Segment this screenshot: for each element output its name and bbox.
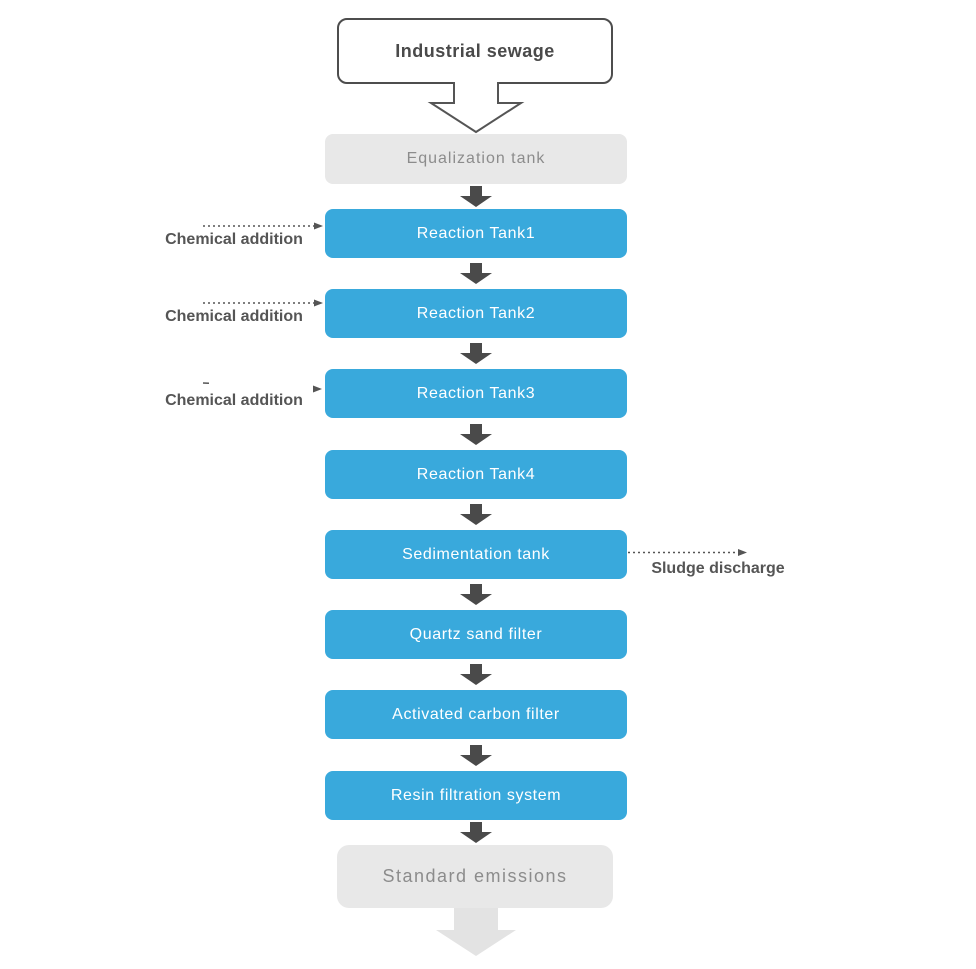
hollow-down-arrow-icon (427, 82, 525, 134)
flow-node-resin-filtration-system: Resin filtration system (325, 771, 627, 820)
flow-node-reaction-tank1: Reaction Tank1 (325, 209, 627, 258)
down-arrow-icon (460, 504, 492, 525)
flow-node-reaction-tank2: Reaction Tank2 (325, 289, 627, 338)
down-arrow-icon (460, 584, 492, 605)
down-arrow-icon (460, 664, 492, 685)
flow-node-reaction-tank3: Reaction Tank3 (325, 369, 627, 418)
flow-node-label: Resin filtration system (390, 786, 562, 804)
flow-node-equalization-tank: Equalization tank (325, 134, 627, 184)
flow-node-label: Activated carbon filter (392, 705, 560, 723)
annotation-chemical-addition-3: Chemical addition (165, 392, 303, 409)
flow-node-label: Reaction Tank4 (416, 465, 536, 483)
down-arrow-icon (460, 424, 492, 445)
down-arrow-icon (460, 186, 492, 207)
flow-node-label: Industrial sewage (395, 40, 555, 61)
annotation-chemical-addition-1: Chemical addition (165, 231, 303, 248)
flow-node-label: Reaction Tank1 (416, 224, 536, 242)
annotation-sludge-discharge: Sludge discharge (651, 560, 785, 577)
flow-node-label: Sedimentation tank (402, 545, 550, 563)
dotted-arrow-right-icon (203, 299, 323, 307)
annotation-chemical-addition-2: Chemical addition (165, 308, 303, 325)
flow-node-label: Equalization tank (406, 150, 546, 167)
down-arrow-icon (460, 263, 492, 284)
flow-node-activated-carbon-filter: Activated carbon filter (325, 690, 627, 739)
flow-node-label: Reaction Tank2 (416, 304, 536, 322)
output-arrow-icon (436, 908, 516, 956)
down-arrow-icon (460, 343, 492, 364)
flow-node-sedimentation-tank: Sedimentation tank (325, 530, 627, 579)
dotted-arrow-right-icon (202, 382, 322, 393)
flow-node-reaction-tank4: Reaction Tank4 (325, 450, 627, 499)
flow-node-standard-emissions: Standard emissions (337, 845, 613, 908)
flow-node-label: Reaction Tank3 (416, 384, 536, 402)
flow-node-label: Quartz sand filter (409, 625, 543, 643)
down-arrow-icon (460, 822, 492, 843)
dotted-arrow-right-icon (203, 222, 323, 230)
flow-node-quartz-sand-filter: Quartz sand filter (325, 610, 627, 659)
down-arrow-icon (460, 745, 492, 766)
flow-node-industrial-sewage: Industrial sewage (337, 18, 613, 84)
flow-node-label: Standard emissions (382, 866, 568, 886)
dotted-arrow-right-icon (628, 549, 747, 556)
